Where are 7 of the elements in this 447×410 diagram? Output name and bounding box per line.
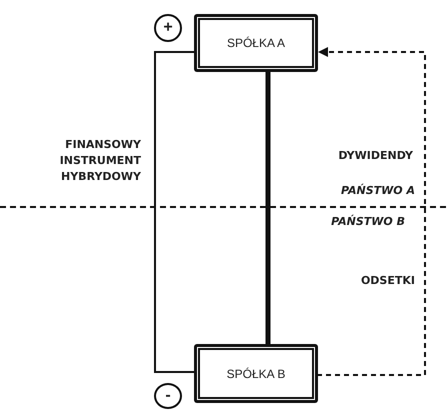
arrow <box>317 47 426 376</box>
sign-circle: - <box>154 383 182 409</box>
connector-line <box>266 71 270 345</box>
company-box: SPÓŁKA B <box>195 345 317 402</box>
sign-circle: + <box>154 14 182 42</box>
company-box: SPÓŁKA A <box>195 15 317 71</box>
connector-line <box>154 51 195 373</box>
